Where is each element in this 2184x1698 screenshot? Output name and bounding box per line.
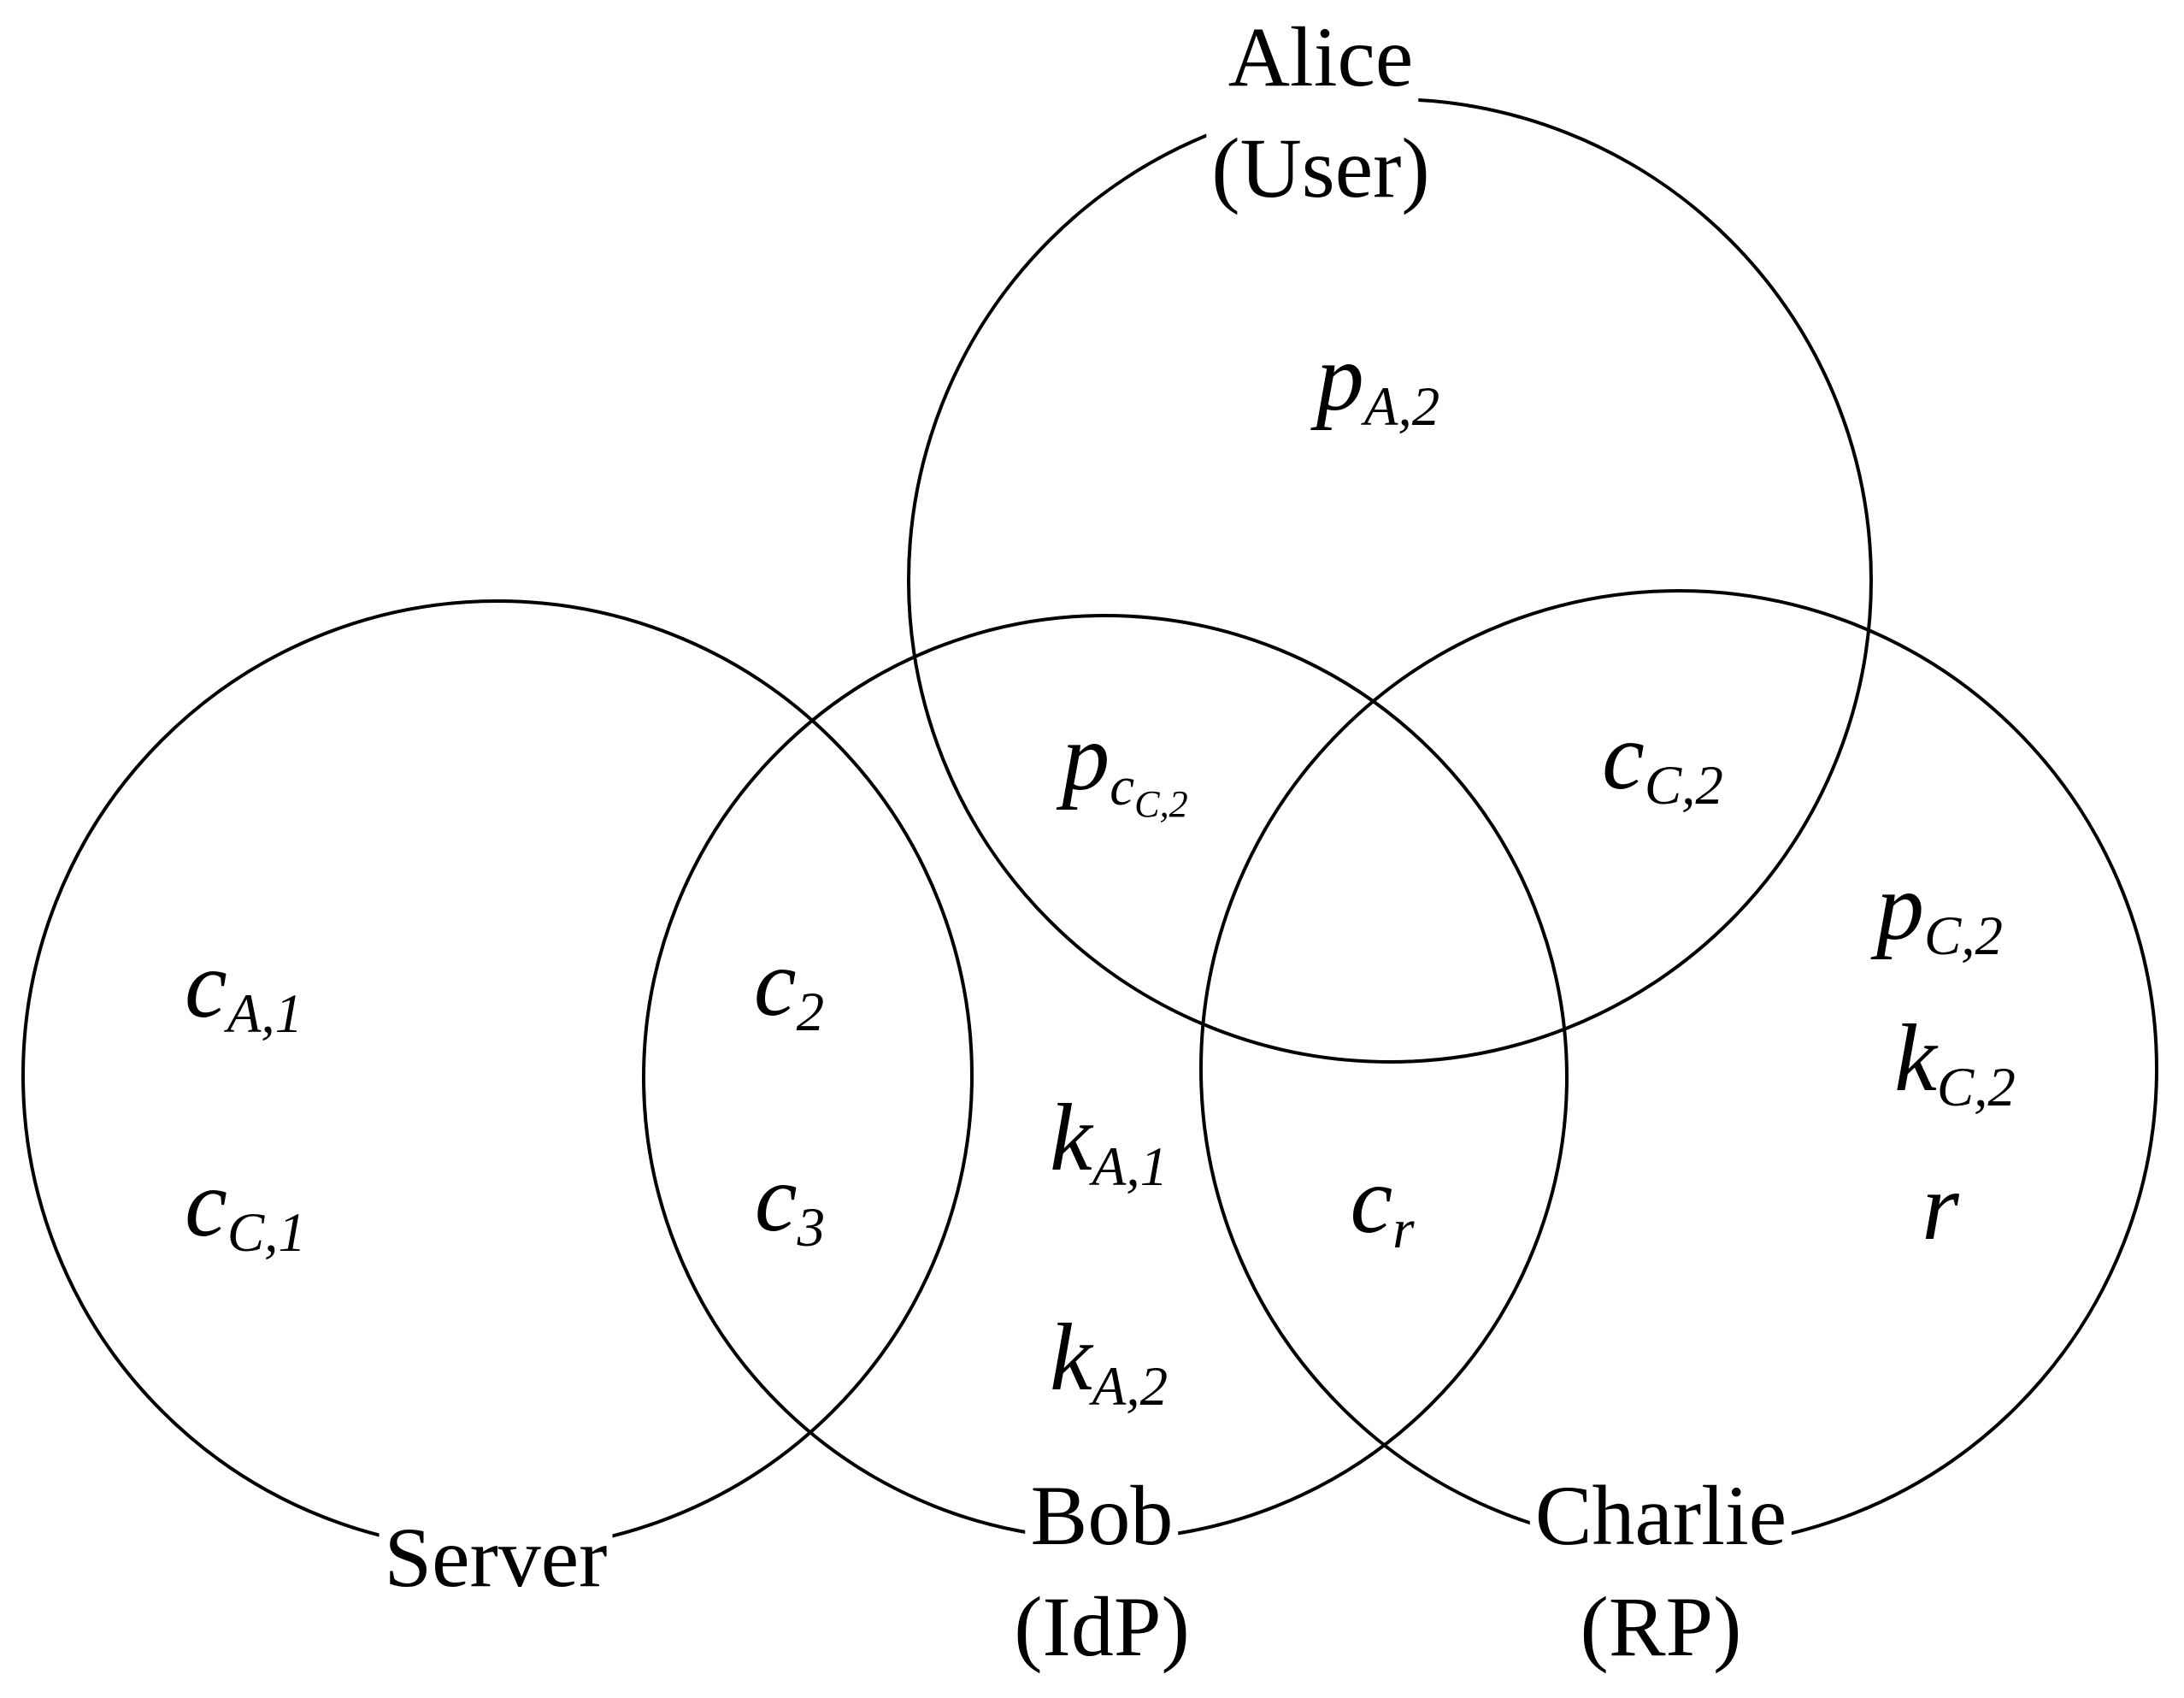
- label-p-cC2: pcC,2: [1062, 705, 1188, 826]
- charlie-name: Charlie: [1529, 1460, 1793, 1571]
- label-c-C2: cC,2: [1602, 704, 1723, 817]
- label-c-A1: cA,1: [184, 932, 303, 1046]
- bob-label: Bob (IdP): [1009, 1460, 1195, 1683]
- charlie-role: (RP): [1530, 1571, 1792, 1683]
- label-p-C2: pC,2: [1875, 854, 2004, 968]
- label-c-2: c2: [753, 930, 825, 1044]
- server-name: Server: [379, 1502, 613, 1613]
- server-circle: [21, 599, 974, 1552]
- label-r: r: [1922, 1154, 1959, 1260]
- label-p-A2: pA,2: [1316, 325, 1440, 439]
- label-c-C1: cC,1: [185, 1151, 306, 1265]
- label-c-3: c3: [754, 1146, 826, 1259]
- alice-label: Alice (User): [1206, 2, 1435, 224]
- label-k-C2: kC,2: [1894, 1005, 2016, 1119]
- server-label: Server: [379, 1502, 613, 1613]
- label-k-A2: kA,2: [1049, 1305, 1169, 1418]
- charlie-label: Charlie (RP): [1529, 1460, 1793, 1683]
- alice-role: (User): [1206, 113, 1435, 224]
- label-c-r: cr: [1350, 1147, 1415, 1261]
- alice-name: Alice: [1206, 2, 1434, 113]
- label-k-A1: kA,1: [1049, 1085, 1169, 1199]
- alice-circle: [907, 97, 1873, 1064]
- bob-name: Bob: [1009, 1460, 1195, 1571]
- bob-role: (IdP): [1009, 1571, 1195, 1683]
